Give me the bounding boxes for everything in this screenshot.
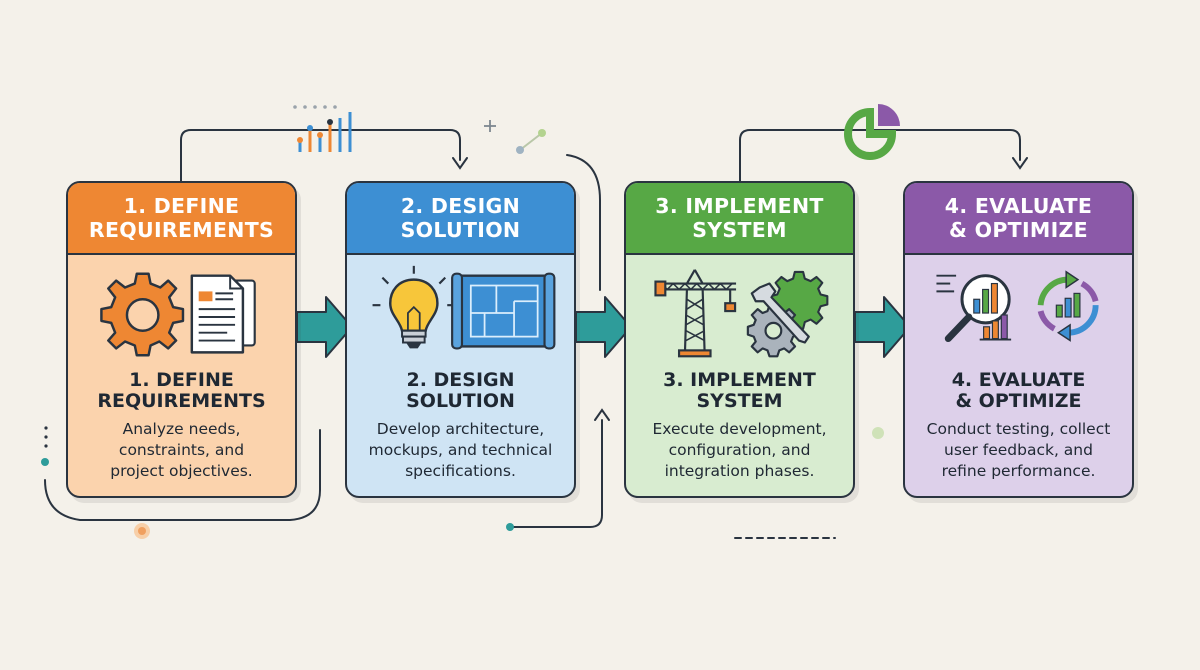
- connector-arrowhead-3-4: [1012, 157, 1028, 170]
- card-description-line: Analyze needs,: [122, 420, 241, 438]
- card-header: 2. DESIGN SOLUTION: [347, 183, 574, 255]
- step-arrow-3-4: [854, 296, 911, 358]
- connector-arrowhead-1-2: [452, 157, 468, 170]
- gear-wrench-icon: [746, 270, 829, 358]
- card-description-line: refine performance.: [941, 462, 1096, 480]
- node-dot: [506, 523, 514, 531]
- lightbulb-icon: [372, 265, 456, 349]
- card-header-line: 3. IMPLEMENT: [655, 194, 824, 218]
- card-description: Conduct testing, collect user feedback, …: [905, 419, 1132, 482]
- up-arrowhead-middle: [594, 408, 610, 421]
- card-icons: [100, 272, 256, 357]
- card-description-line: integration phases.: [664, 462, 815, 480]
- card-description-line: mockups, and technical: [368, 441, 553, 459]
- step-arrow-1-2: [296, 296, 353, 358]
- blueprint-icon: [451, 272, 556, 350]
- cycle-chart-icon: [1037, 270, 1099, 342]
- step-card-evaluate-optimize: 4. EVALUATE & OPTIMIZE: [903, 181, 1134, 498]
- card-description-line: Develop architecture,: [376, 420, 545, 438]
- card-title-line: 2. DESIGN: [406, 369, 515, 391]
- card-header-line: 1. DEFINE: [123, 194, 240, 218]
- magnifier-chart-icon: [936, 274, 1012, 343]
- card-title: 4. EVALUATE & OPTIMIZE: [905, 370, 1132, 412]
- card-description-line: specifications.: [405, 462, 516, 480]
- decor-dot-1: [41, 458, 49, 466]
- card-title-line: REQUIREMENTS: [97, 390, 266, 412]
- card-header-line: SOLUTION: [400, 218, 521, 242]
- step-card-define-requirements: 1. DEFINE REQUIREMENTS 1. DEFINE REQUIRE…: [66, 181, 297, 498]
- step-card-design-solution: 2. DESIGN SOLUTION: [345, 181, 576, 498]
- card-description-line: project objectives.: [110, 462, 253, 480]
- card-description: Develop architecture, mockups, and techn…: [347, 419, 574, 482]
- card-title-line: 4. EVALUATE: [951, 369, 1086, 391]
- card-title-line: 3. IMPLEMENT: [663, 369, 816, 391]
- documents-icon: [190, 274, 256, 354]
- pie-chart-icon: [844, 104, 900, 160]
- card-title-line: & OPTIMIZE: [955, 390, 1082, 412]
- card-description-line: Conduct testing, collect: [926, 420, 1111, 438]
- card-header-line: 4. EVALUATE: [944, 194, 1093, 218]
- upper-curve-middle: [566, 154, 601, 291]
- card-description-line: Execute development,: [652, 420, 827, 438]
- connector-line-1-2: [180, 129, 461, 182]
- lower-curve-middle: [509, 419, 603, 528]
- card-icons: [654, 269, 829, 358]
- card-title: 1. DEFINE REQUIREMENTS: [68, 370, 295, 412]
- card-description: Analyze needs, constraints, and project …: [68, 419, 295, 482]
- card-title-line: SYSTEM: [696, 390, 783, 412]
- step-arrow-2-3: [575, 296, 632, 358]
- gear-icon: [100, 272, 185, 357]
- node-icon: [516, 129, 546, 154]
- card-icons: [936, 270, 1099, 343]
- card-header: 4. EVALUATE & OPTIMIZE: [905, 183, 1132, 255]
- card-icons: [372, 265, 556, 350]
- card-title: 3. IMPLEMENT SYSTEM: [626, 370, 853, 412]
- card-description-line: configuration, and: [668, 441, 811, 459]
- card-header-line: SYSTEM: [692, 218, 787, 242]
- card-header: 3. IMPLEMENT SYSTEM: [626, 183, 853, 255]
- bar-chart-icon: [293, 105, 352, 152]
- card-header: 1. DEFINE REQUIREMENTS: [68, 183, 295, 255]
- card-description: Execute development, configuration, and …: [626, 419, 853, 482]
- card-description-line: user feedback, and: [944, 441, 1093, 459]
- card-header-line: & OPTIMIZE: [949, 218, 1088, 242]
- lower-curve-left: [44, 429, 321, 521]
- card-header-line: REQUIREMENTS: [88, 218, 275, 242]
- step-card-implement-system: 3. IMPLEMENT SYSTEM 3: [624, 181, 855, 498]
- card-title-line: 1. DEFINE: [129, 369, 234, 391]
- card-header-line: 2. DESIGN: [400, 194, 521, 218]
- card-title: 2. DESIGN SOLUTION: [347, 370, 574, 412]
- decor-circle-green: [872, 427, 884, 439]
- card-description-line: constraints, and: [118, 441, 245, 459]
- card-title-line: SOLUTION: [406, 390, 515, 412]
- plus-icon: [484, 120, 496, 132]
- crane-icon: [654, 269, 737, 358]
